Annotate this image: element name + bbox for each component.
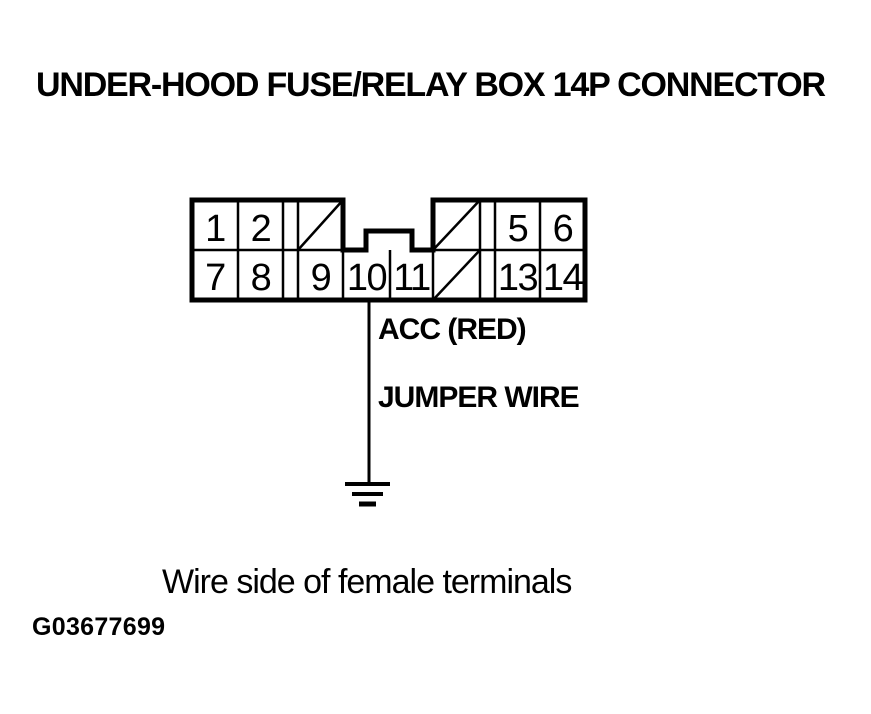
slash-mark-icon bbox=[432, 199, 481, 251]
diagram-title: UNDER-HOOD FUSE/RELAY BOX 14P CONNECTOR bbox=[36, 66, 826, 104]
caption-wire-side: Wire side of female terminals bbox=[162, 563, 572, 601]
pin-number-5: 5 bbox=[508, 208, 528, 250]
ground-icon bbox=[345, 482, 390, 507]
pin-number-11: 11 bbox=[393, 257, 430, 299]
figure-code: G03677699 bbox=[32, 613, 166, 641]
pin-number-14: 14 bbox=[543, 257, 584, 299]
slash-mark-icon bbox=[432, 249, 481, 301]
pin-number-1: 1 bbox=[205, 208, 225, 250]
jumper-wire-label: JUMPER WIRE bbox=[378, 381, 580, 414]
pin-number-8: 8 bbox=[251, 257, 271, 299]
slash-marks bbox=[297, 199, 481, 301]
pin-number-10: 10 bbox=[347, 257, 387, 299]
pin-number-9: 9 bbox=[311, 257, 331, 299]
slash-mark-icon bbox=[297, 199, 344, 251]
pin-number-7: 7 bbox=[205, 257, 225, 299]
pin-number-2: 2 bbox=[251, 208, 271, 250]
pin-number-6: 6 bbox=[553, 208, 573, 250]
pin-numbers: 1 2 5 6 7 8 9 10 11 13 14 bbox=[205, 208, 585, 299]
pin-number-13: 13 bbox=[498, 257, 538, 299]
wire-color-label: ACC (RED) bbox=[378, 313, 527, 346]
